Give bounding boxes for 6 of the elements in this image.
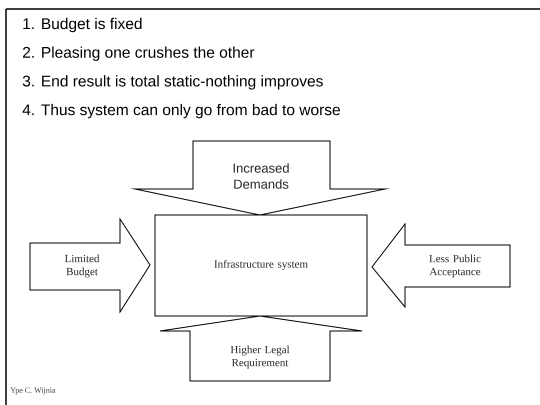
list-item: 1. Budget is fixed xyxy=(23,18,142,32)
credit-text: Ype C. Wijnia xyxy=(10,388,56,394)
list-item: 2. Pleasing one crushes the other xyxy=(22,46,254,61)
system-box: Infrastructure system xyxy=(154,214,368,316)
list-item: 3. End result is total static-nothing improves xyxy=(22,75,323,90)
list-item: 4. Thus system can only go from bad to worse xyxy=(22,104,340,118)
